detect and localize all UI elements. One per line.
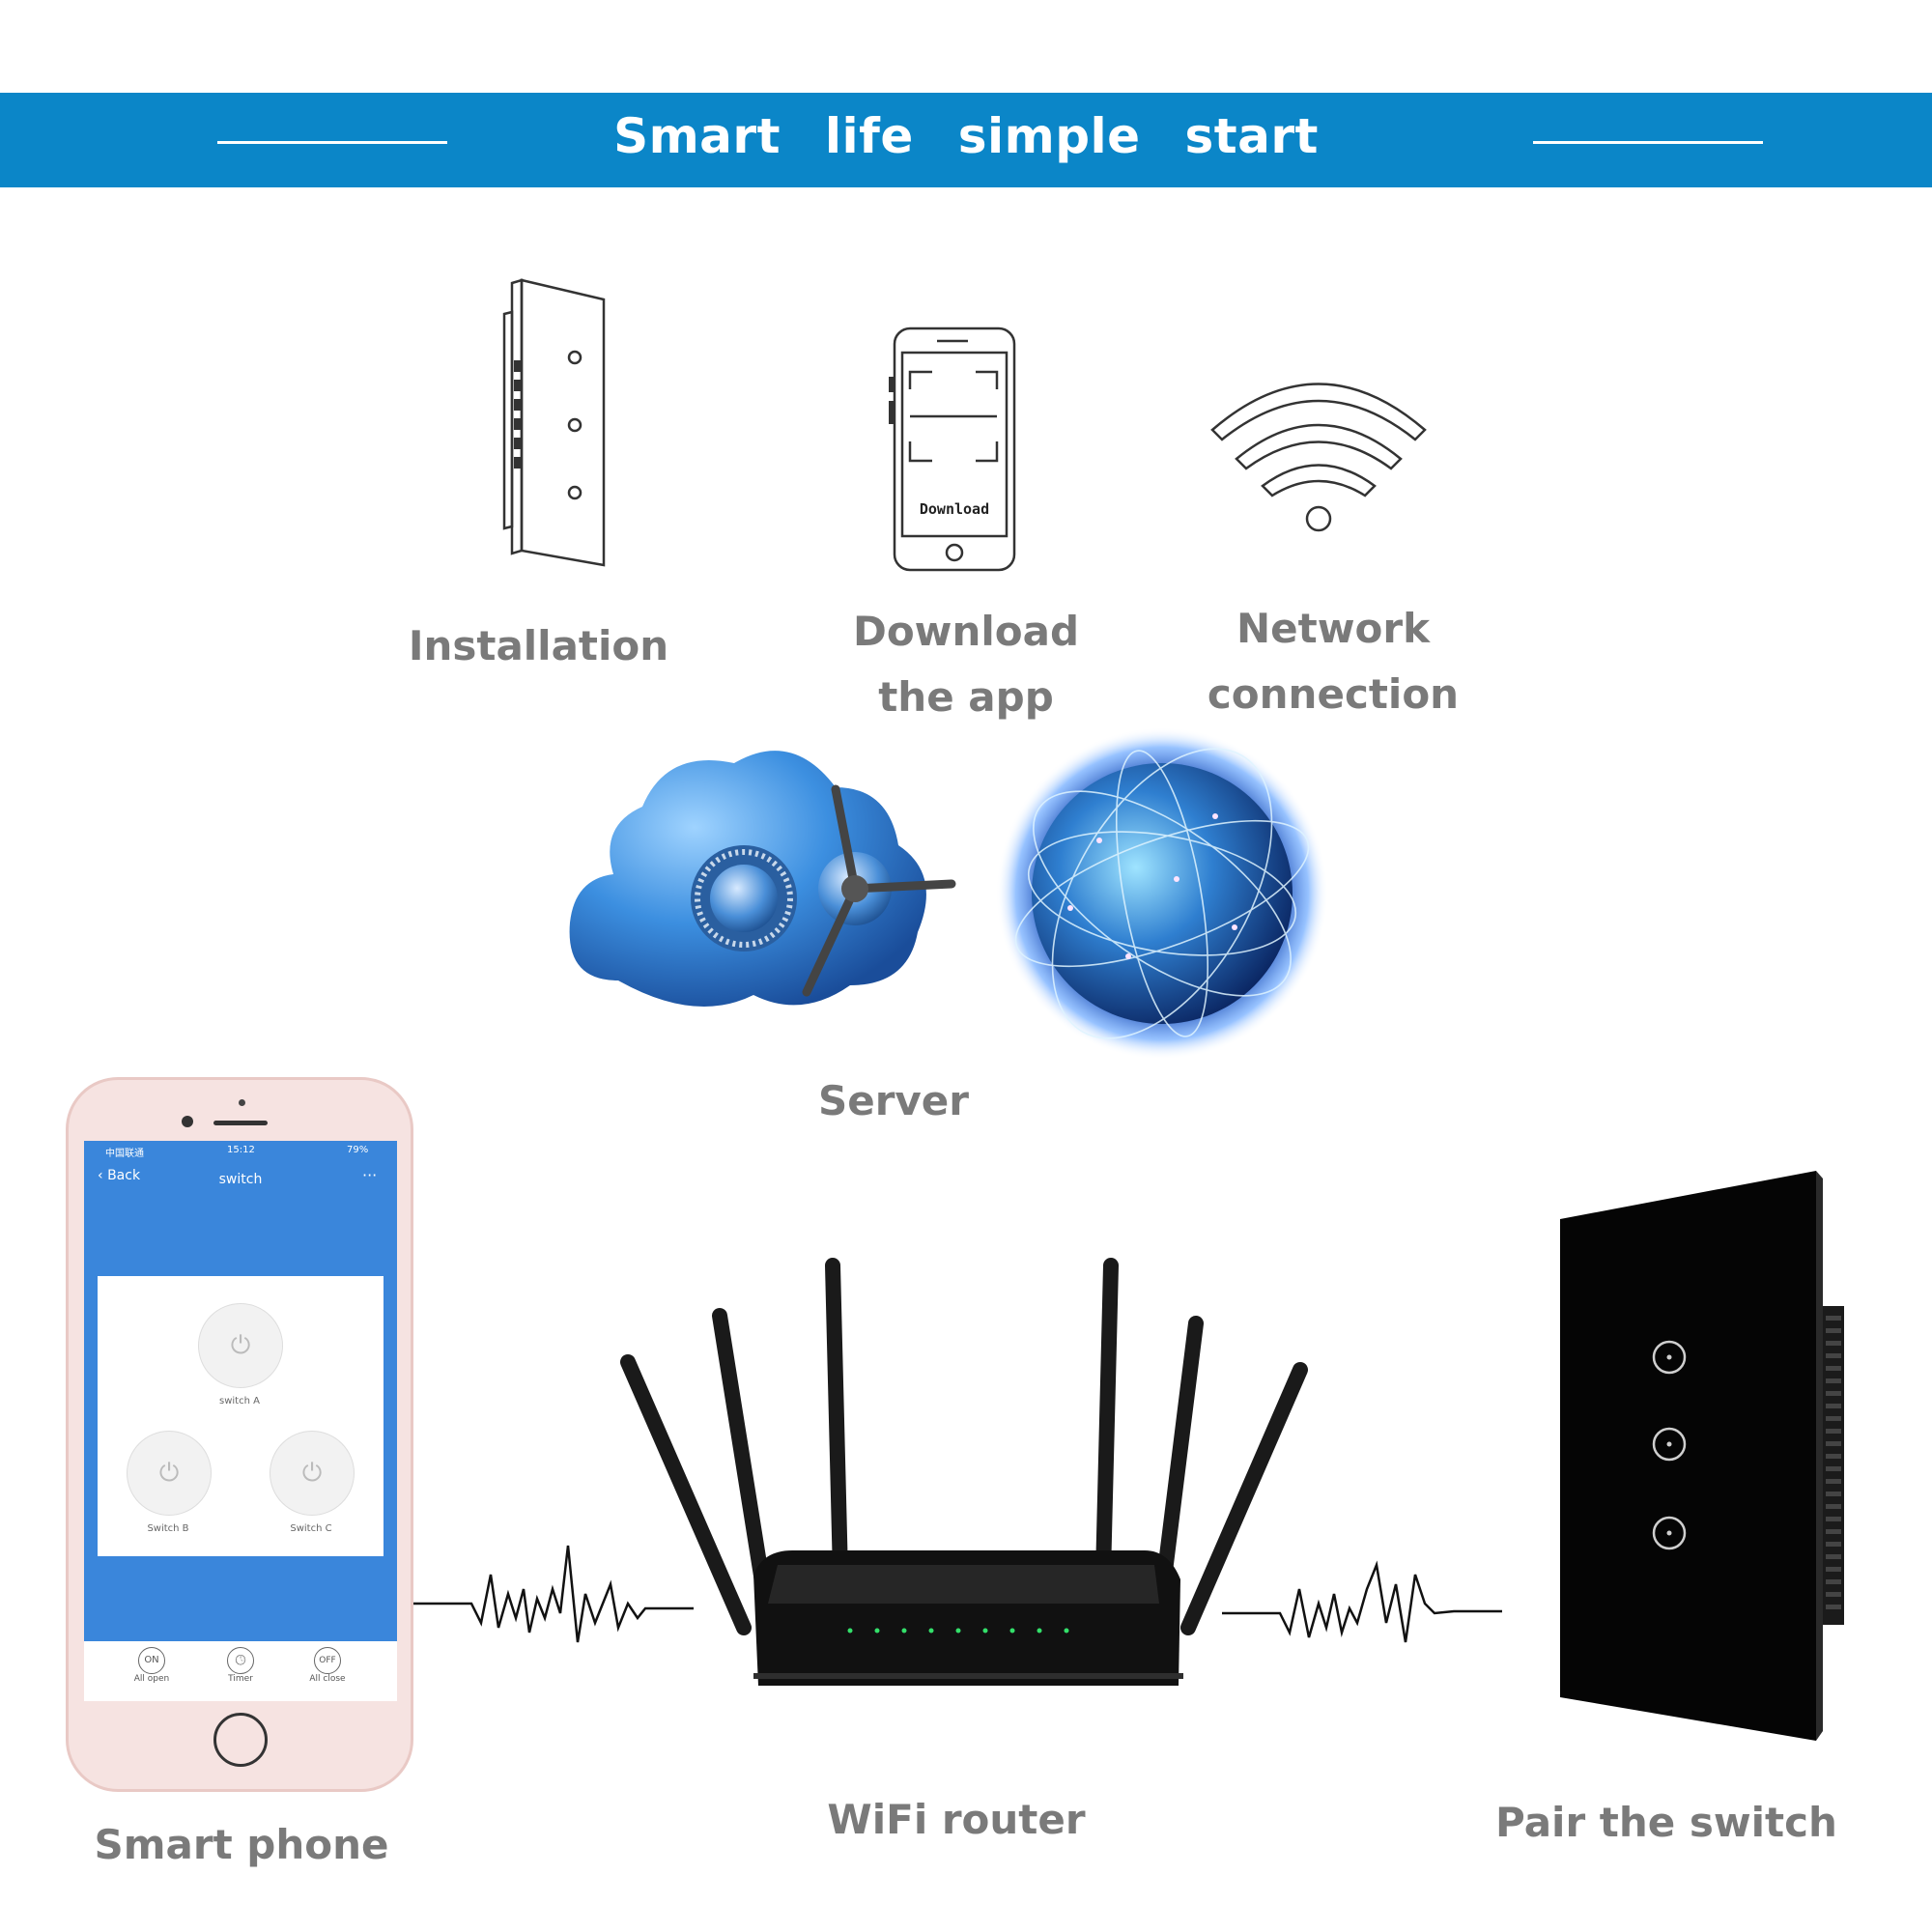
more-menu-icon[interactable]: ··· [362, 1166, 378, 1184]
status-bar: 中国联通 15:12 79% [84, 1141, 397, 1160]
top-banner [0, 93, 1932, 187]
power-icon: ⏻ [301, 1459, 323, 1488]
label-pair-switch: Pair the switch [1495, 1799, 1837, 1846]
phone-top-dot [239, 1099, 245, 1106]
on-icon: ON [138, 1647, 165, 1674]
status-time: 15:12 [227, 1145, 255, 1155]
globe-icon [996, 727, 1328, 1060]
label-server: Server [817, 1077, 970, 1124]
phone-earpiece [213, 1121, 268, 1125]
label-download-line1: Download [852, 608, 1080, 655]
signal-wave-right [1222, 1560, 1502, 1643]
timer-button[interactable]: 🕓︎ Timer [212, 1647, 270, 1684]
cloud-vault-icon [569, 751, 956, 1007]
banner-title: Smart life simple start [613, 108, 1319, 164]
wifi-icon [1210, 383, 1427, 532]
label-wifi-router: WiFi router [827, 1796, 1086, 1843]
switch-sketch-icon [502, 278, 606, 567]
switch-a-button[interactable]: ⏻ [198, 1303, 283, 1388]
label-download-line2: the app [878, 673, 1054, 721]
back-button[interactable]: ‹ Back [98, 1168, 140, 1183]
phone-camera [182, 1116, 193, 1127]
all-close-button[interactable]: OFF All close [298, 1647, 356, 1684]
switch-c-label: Switch C [290, 1523, 332, 1534]
touch-switch-icon [1560, 1171, 1844, 1741]
switch-b-label: Switch B [147, 1523, 189, 1534]
label-network-line2: connection [1207, 670, 1460, 718]
status-carrier: 中国联通 [105, 1149, 144, 1159]
home-button[interactable] [213, 1713, 268, 1767]
sketch-download-text: Download [920, 500, 989, 518]
phone-screen: 中国联通 15:12 79% ‹ Back switch ··· ⏻ switc… [84, 1141, 397, 1701]
switch-c-button[interactable]: ⏻ [270, 1431, 355, 1516]
bottom-bar: ON All open 🕓︎ Timer OFF All close [84, 1641, 397, 1701]
back-chevron-icon: ‹ [98, 1168, 103, 1183]
banner-right-line [1533, 141, 1763, 144]
label-download: Download the app [821, 599, 1111, 730]
off-icon: OFF [314, 1647, 341, 1674]
all-close-label: All close [309, 1674, 346, 1684]
status-battery: 79% [347, 1145, 369, 1155]
screen-title: switch [218, 1172, 263, 1187]
timer-label: Timer [228, 1674, 253, 1684]
signal-wave-left [413, 1545, 694, 1643]
all-open-button[interactable]: ON All open [123, 1647, 181, 1684]
clock-icon: 🕓︎ [227, 1647, 254, 1674]
phone-sketch-icon: Download [889, 327, 1016, 572]
label-installation: Installation [408, 622, 669, 669]
all-open-label: All open [133, 1674, 170, 1684]
label-network-line1: Network [1236, 605, 1430, 652]
wifi-router-icon [620, 1258, 1308, 1686]
banner-left-line [217, 141, 447, 144]
label-network: Network connection [1188, 596, 1478, 727]
power-icon: ⏻ [158, 1459, 180, 1488]
switch-a-label: switch A [219, 1396, 260, 1406]
power-icon: ⏻ [230, 1331, 251, 1360]
smart-phone: 中国联通 15:12 79% ‹ Back switch ··· ⏻ switc… [66, 1077, 413, 1792]
switch-b-button[interactable]: ⏻ [127, 1431, 212, 1516]
label-smart-phone: Smart phone [94, 1821, 389, 1868]
back-label: Back [107, 1168, 141, 1183]
switch-card: ⏻ switch A ⏻ Switch B ⏻ Switch C [98, 1276, 384, 1556]
